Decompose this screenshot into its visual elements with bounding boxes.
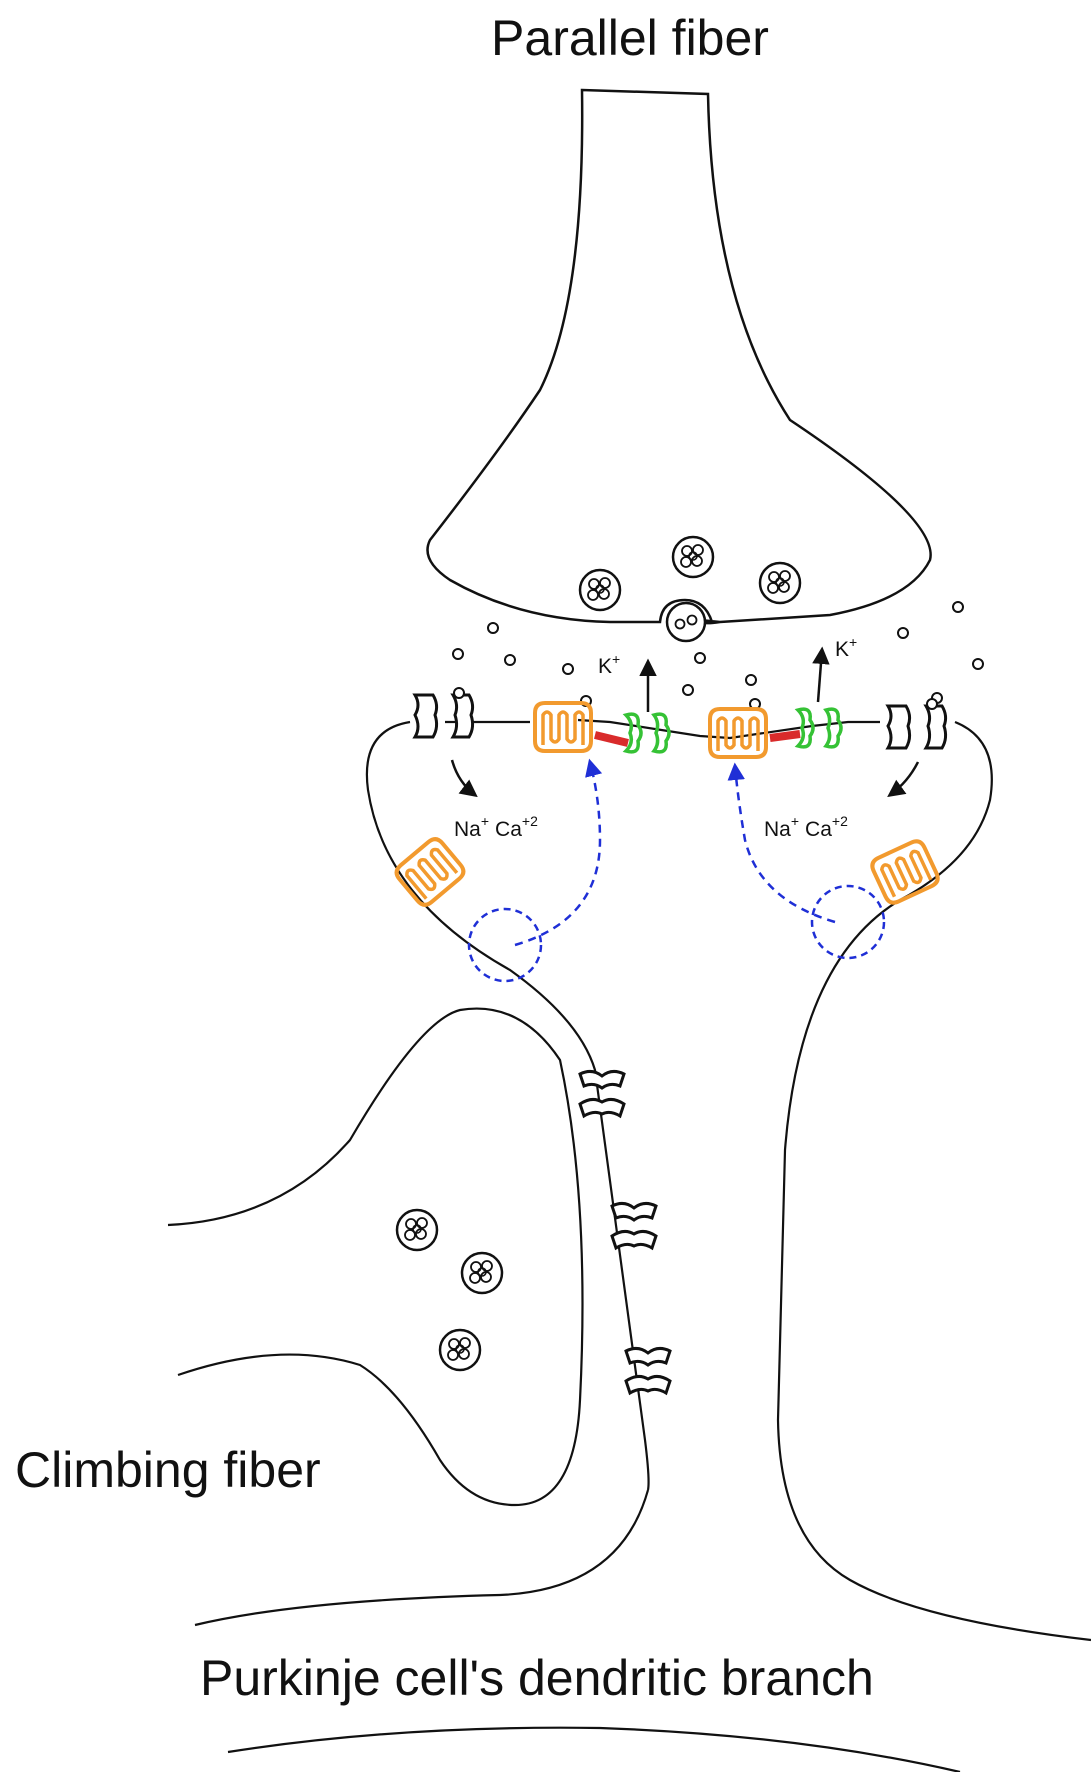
- ion-channel-icon: [888, 699, 946, 748]
- fusing-vesicle-icon: [667, 603, 705, 641]
- dendrite-top-edge: [195, 1490, 648, 1625]
- cf-receptor-icon: [626, 1348, 670, 1393]
- k-efflux-arrow: [818, 650, 822, 702]
- climbing-fiber-terminal: [168, 1009, 583, 1505]
- coupling-link: [770, 734, 800, 738]
- cation-influx-arrow: [890, 762, 918, 795]
- receptor-icon: [869, 838, 940, 905]
- k-channel-icon: [626, 714, 669, 752]
- receptor-icon: [393, 836, 467, 909]
- na-ca-ion-label: Na+Ca+2: [454, 813, 538, 841]
- signal-complex-circle: [469, 909, 541, 981]
- k-ion-label: K+: [598, 651, 620, 678]
- coupling-link: [595, 735, 628, 743]
- climbing-fiber-label: Climbing fiber: [15, 1442, 321, 1498]
- vesicle-icon: [760, 563, 800, 603]
- receptor-icon: [535, 703, 591, 751]
- cf-receptor-icon: [612, 1203, 656, 1248]
- vesicle-icon: [397, 1210, 437, 1250]
- vesicle-icon: [440, 1330, 480, 1370]
- purkinje-branch-label: Purkinje cell's dendritic branch: [200, 1650, 874, 1706]
- cf-receptor-icon: [580, 1071, 624, 1116]
- k-ion-label: K+: [835, 634, 857, 661]
- vesicle-icon: [580, 570, 620, 610]
- receptor-icon: [710, 709, 766, 757]
- vesicle-icon: [462, 1253, 502, 1293]
- cation-influx-arrow: [452, 760, 475, 795]
- spine-right-wall: [778, 722, 1091, 1640]
- na-ca-ion-label: Na+Ca+2: [764, 813, 848, 841]
- vesicle-icon: [673, 537, 713, 577]
- parallel-fiber-label: Parallel fiber: [491, 10, 769, 66]
- dendrite-bottom-edge: [228, 1728, 960, 1772]
- neurotransmitter-molecules: [453, 602, 983, 709]
- ion-channel-icon: [415, 688, 473, 737]
